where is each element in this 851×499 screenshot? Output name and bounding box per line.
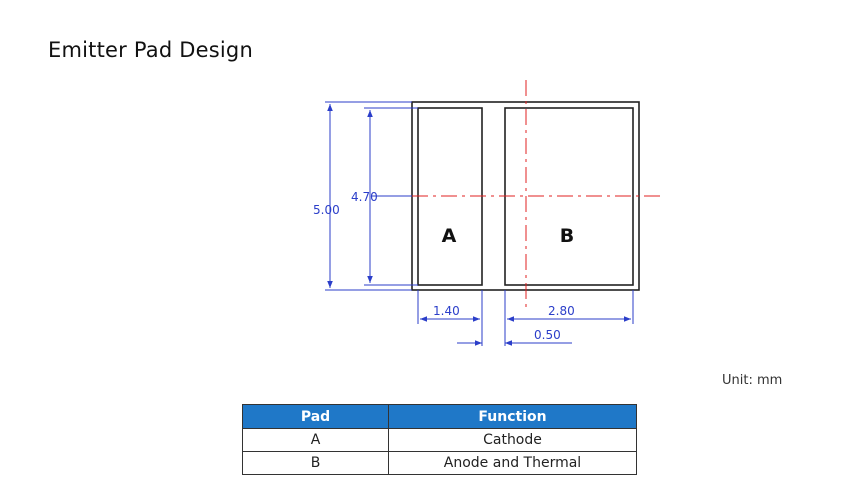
dimension-extension-lines — [417, 290, 634, 346]
table-header-pad: Pad — [242, 404, 389, 429]
table-cell-pad: B — [242, 451, 389, 475]
pad-b-label: B — [560, 225, 574, 247]
dimension-outer-height-label: 5.00 — [313, 203, 340, 217]
page-title: Emitter Pad Design — [48, 38, 253, 62]
table-cell-function: Anode and Thermal — [388, 451, 637, 475]
pad-function-table: Pad Function A Cathode B Anode and Therm… — [242, 404, 637, 475]
dimension-outer-height — [325, 101, 412, 291]
dimension-pad-b-width-label: 2.80 — [548, 304, 575, 318]
table-row: A Cathode — [242, 428, 637, 452]
dimension-pad-height-label: 4.70 — [351, 190, 378, 204]
table-cell-function: Cathode — [388, 428, 637, 452]
dimension-gap-label: 0.50 — [534, 328, 561, 342]
table-header-row: Pad Function — [242, 404, 637, 429]
dimension-pad-a-width-label: 1.40 — [433, 304, 460, 318]
pad-a-label: A — [442, 225, 457, 247]
table-header-function: Function — [388, 404, 637, 429]
dimension-pad-height — [364, 107, 418, 286]
table-row: B Anode and Thermal — [242, 451, 637, 475]
pad-diagram: A B 5.00 4.70 1.40 2.80 0.50 — [313, 80, 664, 346]
table-cell-pad: A — [242, 428, 389, 452]
unit-label: Unit: mm — [722, 373, 783, 388]
